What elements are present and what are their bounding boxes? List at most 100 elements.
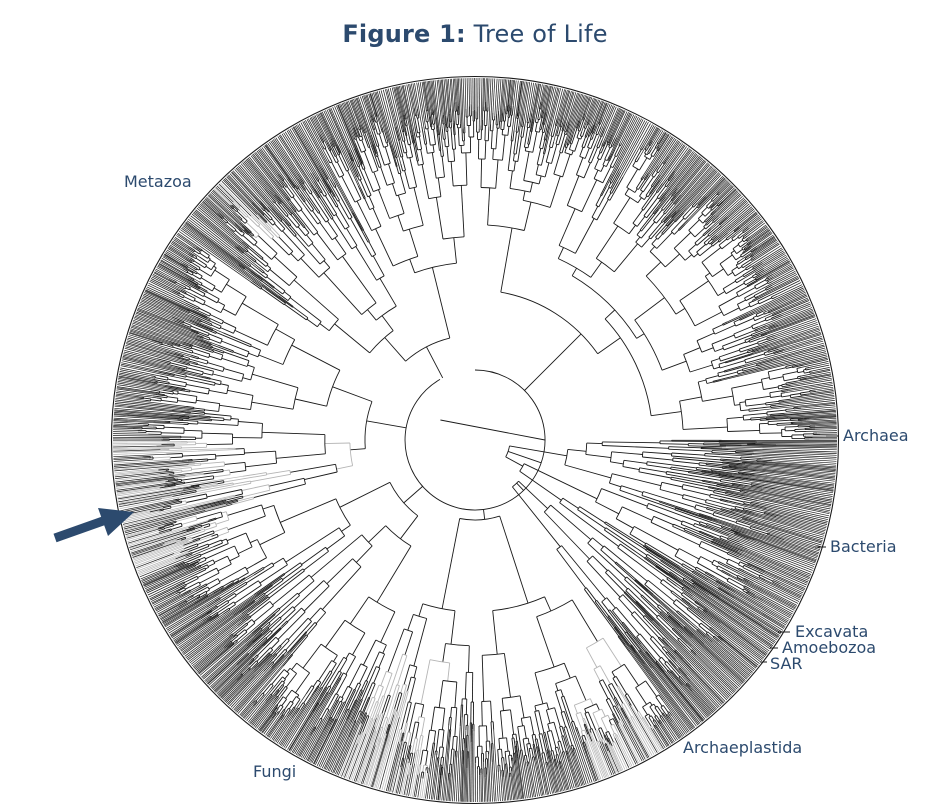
- branch-radial: [658, 192, 664, 200]
- branch-radial: [181, 459, 193, 461]
- leaf-branch: [625, 644, 690, 732]
- branch-radial: [377, 156, 382, 167]
- branch-radial: [683, 347, 701, 355]
- branch-radial: [247, 364, 255, 368]
- leaf-branch: [616, 112, 629, 138]
- branch-radial: [452, 749, 455, 765]
- leaf-branch: [758, 578, 800, 601]
- branch-radial: [201, 499, 238, 510]
- branch-radial: [606, 155, 610, 161]
- branch-radial: [567, 448, 587, 452]
- branch-radial: [668, 615, 684, 629]
- branch-arc: [683, 354, 691, 373]
- branch-radial: [213, 474, 231, 478]
- branch-radial: [510, 766, 513, 772]
- branch-radial: [191, 261, 201, 269]
- branch-radial: [797, 370, 804, 374]
- branch-radial: [531, 120, 535, 132]
- leaf-branch: [557, 90, 570, 130]
- branch-radial: [768, 306, 781, 313]
- branch-radial: [212, 346, 225, 352]
- leaf-branch: [586, 747, 599, 781]
- branch-radial: [295, 398, 327, 407]
- branch-radial: [736, 576, 744, 581]
- branch-radial: [553, 722, 560, 742]
- branch-arc: [718, 356, 721, 362]
- branch-radial: [353, 699, 363, 721]
- branch-radial: [695, 504, 707, 509]
- branch-radial: [725, 354, 753, 364]
- leaf-branch: [750, 566, 805, 592]
- branch-radial: [381, 126, 384, 133]
- branch-radial: [560, 696, 570, 722]
- leaf-branch: [650, 727, 664, 750]
- leaf-branch: [547, 87, 557, 125]
- leaf-branch: [588, 749, 600, 781]
- branch-radial: [277, 684, 283, 691]
- branch-radial: [739, 561, 751, 568]
- branch-radial: [499, 765, 501, 772]
- branch-radial: [324, 717, 332, 731]
- leaf-branch: [689, 620, 752, 674]
- branch-radial: [400, 729, 403, 733]
- branch-radial: [784, 377, 798, 382]
- branch-radial: [228, 633, 233, 637]
- branch-radial: [656, 141, 659, 144]
- branch-radial: [408, 229, 419, 257]
- branch-radial: [725, 231, 735, 239]
- branch-radial: [199, 339, 212, 345]
- branch-radial: [238, 255, 251, 266]
- leaf-branch: [729, 568, 799, 604]
- leaf-branch: [611, 746, 624, 771]
- branch-radial: [652, 720, 655, 723]
- branch-radial: [152, 456, 171, 459]
- branch-radial: [363, 127, 366, 133]
- leaf-branch: [510, 80, 514, 109]
- branch-radial: [397, 215, 404, 232]
- branch-radial: [550, 131, 553, 137]
- branch-radial: [348, 684, 362, 710]
- branch-radial: [741, 250, 752, 258]
- branch-radial: [409, 721, 416, 746]
- branch-radial: [230, 204, 234, 209]
- branch-radial: [441, 729, 445, 748]
- branch-radial: [426, 121, 429, 129]
- branch-radial: [766, 286, 774, 291]
- branch-radial: [304, 201, 312, 212]
- branch-radial: [187, 247, 195, 253]
- leaf-branch: [738, 467, 836, 479]
- branch-radial: [632, 160, 636, 167]
- branch-radial: [358, 124, 362, 130]
- branch-radial: [136, 397, 144, 400]
- branch-radial: [446, 117, 449, 128]
- leaf-branch: [652, 594, 749, 678]
- leaf-branch: [675, 661, 719, 709]
- branch-arc: [517, 725, 525, 728]
- branch-radial: [742, 226, 749, 232]
- leaf-branch: [659, 144, 685, 180]
- branch-radial: [536, 746, 540, 760]
- branch-radial: [645, 556, 670, 573]
- branch-radial: [745, 395, 771, 401]
- leaf-branch: [661, 672, 702, 723]
- leaf-branch: [599, 740, 615, 775]
- branch-arc: [344, 619, 366, 634]
- branch-radial: [417, 750, 420, 758]
- leaf-branch: [780, 302, 810, 315]
- branch-radial: [172, 469, 182, 472]
- branch-radial: [537, 108, 541, 120]
- branch-arc: [624, 631, 627, 634]
- branch-radial: [664, 663, 672, 672]
- leaf-branch: [719, 489, 830, 513]
- branch-radial: [214, 555, 228, 563]
- branch-radial: [336, 465, 353, 470]
- branch-radial: [759, 574, 774, 582]
- branch-radial: [421, 126, 426, 145]
- branch-radial: [449, 729, 452, 738]
- branch-radial: [754, 325, 767, 331]
- branch-radial: [658, 636, 669, 647]
- branch-radial: [540, 109, 544, 118]
- branch-radial: [234, 237, 248, 249]
- branch-radial: [192, 586, 209, 596]
- branch-radial: [310, 726, 316, 736]
